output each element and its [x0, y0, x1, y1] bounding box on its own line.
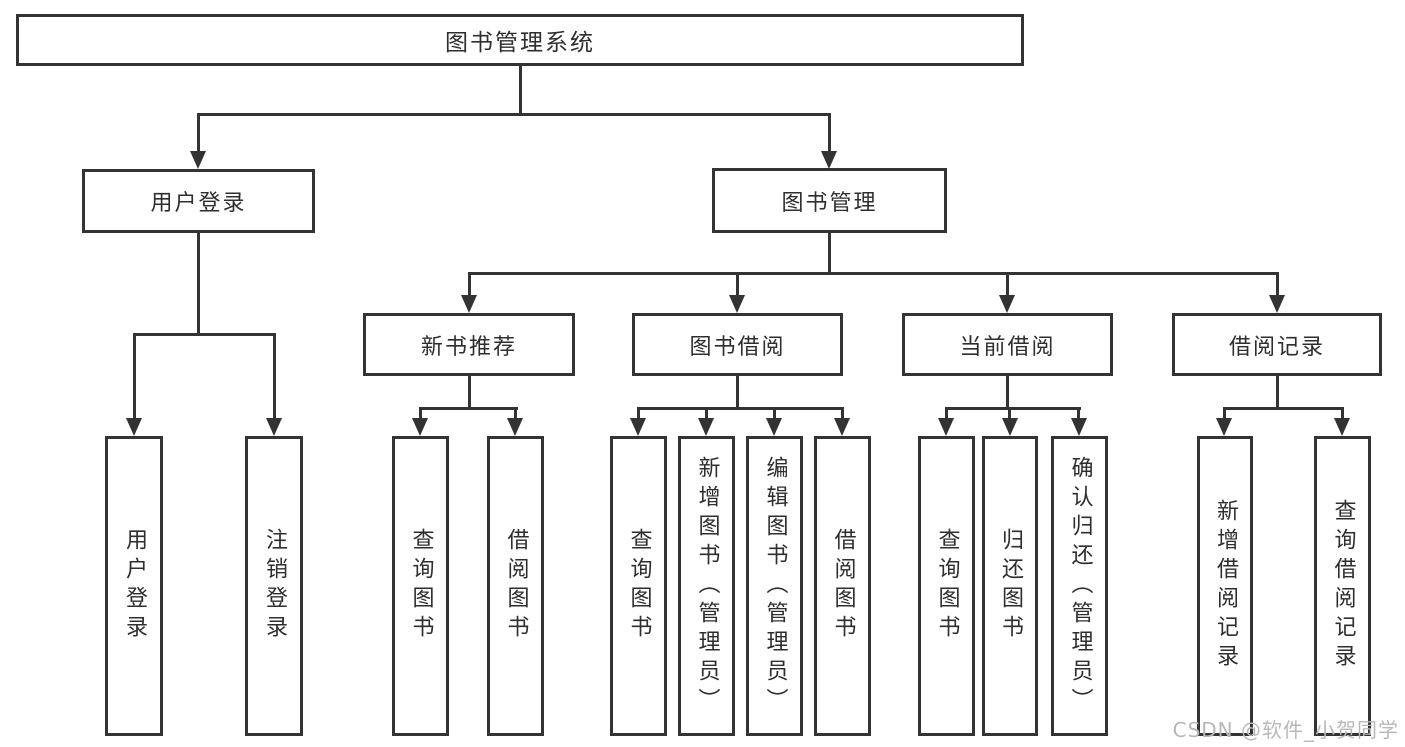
- arrowhead-down-icon: [1334, 418, 1350, 436]
- connector-mgmt-hline: [468, 272, 1279, 275]
- connector-newbook-stub-2: [514, 407, 517, 420]
- leaf-newbook-borrow: 借阅图书: [487, 436, 544, 736]
- leaf-borrow-add-admin-label: 新增图书（管理员）: [694, 455, 720, 717]
- node-new-book-recommend-label: 新书推荐: [420, 334, 517, 360]
- connector-mgmt-stub-2: [736, 272, 739, 297]
- connector-record-hline: [1223, 407, 1344, 410]
- arrowhead-down-icon: [821, 151, 837, 169]
- node-borrow-record: 借阅记录: [1172, 313, 1382, 376]
- node-root: 图书管理系统: [16, 14, 1024, 66]
- connector-bookborrow-stub-1: [637, 407, 640, 420]
- leaf-user-login: 用户登录: [105, 436, 163, 736]
- connector-root-vline: [519, 66, 522, 113]
- connector-record-stub-2: [1341, 407, 1344, 420]
- leaf-record-query: 查询借阅记录: [1314, 436, 1371, 736]
- leaf-borrow-add-admin: 新增图书（管理员）: [678, 436, 735, 736]
- leaf-record-query-label: 查询借阅记录: [1330, 499, 1356, 673]
- connector-root-left-stub: [197, 113, 200, 151]
- connector-newbook-stub-1: [419, 407, 422, 420]
- arrowhead-down-icon: [1216, 418, 1232, 436]
- connector-current-vline: [1006, 376, 1009, 409]
- leaf-borrow-edit-admin: 编辑图书（管理员）: [746, 436, 803, 736]
- arrowhead-down-icon: [1269, 295, 1285, 313]
- arrowhead-down-icon: [266, 418, 282, 436]
- arrowhead-down-icon: [126, 418, 142, 436]
- connector-mgmt-vline: [828, 233, 831, 274]
- leaf-borrow-borrow: 借阅图书: [814, 436, 871, 736]
- leaf-borrow-query-label: 查询图书: [626, 528, 652, 644]
- leaf-borrow-query: 查询图书: [610, 436, 667, 736]
- node-book-management: 图书管理: [712, 168, 947, 233]
- leaf-current-query: 查询图书: [918, 436, 975, 736]
- csdn-watermark: CSDN @软件_小贺同学: [1172, 718, 1399, 742]
- connector-userlogin-stub-2: [273, 333, 276, 418]
- connector-root-hline: [197, 113, 831, 116]
- leaf-record-add: 新增借阅记录: [1197, 436, 1253, 736]
- connector-record-stub-1: [1223, 407, 1226, 420]
- connector-current-stub-3: [1077, 407, 1080, 420]
- leaf-logout: 注销登录: [245, 436, 303, 736]
- node-user-login: 用户登录: [82, 169, 315, 233]
- connector-record-vline: [1276, 376, 1279, 409]
- connector-bookborrow-hline: [637, 407, 844, 410]
- connector-bookborrow-stub-4: [841, 407, 844, 420]
- arrowhead-down-icon: [507, 418, 523, 436]
- leaf-logout-label: 注销登录: [262, 528, 287, 644]
- arrowhead-down-icon: [766, 418, 782, 436]
- leaf-current-query-label: 查询图书: [934, 528, 960, 644]
- node-book-borrow: 图书借阅: [632, 313, 843, 376]
- leaf-borrow-edit-admin-label: 编辑图书（管理员）: [762, 455, 788, 717]
- arrowhead-down-icon: [412, 418, 428, 436]
- leaf-record-add-label: 新增借阅记录: [1213, 499, 1238, 673]
- connector-bookborrow-vline: [736, 376, 739, 409]
- leaf-newbook-query: 查询图书: [392, 436, 449, 736]
- node-book-management-label: 图书管理: [781, 190, 878, 216]
- leaf-borrow-borrow-label: 借阅图书: [830, 528, 856, 644]
- connector-current-stub-2: [1008, 407, 1011, 420]
- connector-current-stub-1: [945, 407, 948, 420]
- connector-newbook-hline: [419, 407, 518, 410]
- node-current-borrow-label: 当前借阅: [959, 334, 1056, 360]
- node-new-book-recommend: 新书推荐: [363, 313, 575, 376]
- arrowhead-down-icon: [461, 295, 477, 313]
- arrowhead-down-icon: [938, 418, 954, 436]
- arrowhead-down-icon: [729, 295, 745, 313]
- arrowhead-down-icon: [834, 418, 850, 436]
- arrowhead-down-icon: [1071, 418, 1087, 436]
- leaf-current-return: 归还图书: [982, 436, 1038, 736]
- leaf-current-confirm-admin: 确认归还（管理员）: [1051, 436, 1108, 736]
- connector-bookborrow-stub-3: [773, 407, 776, 420]
- arrowhead-down-icon: [630, 418, 646, 436]
- connector-userlogin-hline: [133, 333, 276, 336]
- connector-root-right-stub: [828, 113, 831, 151]
- connector-newbook-vline: [468, 376, 471, 409]
- arrowhead-down-icon: [698, 418, 714, 436]
- node-current-borrow: 当前借阅: [902, 313, 1113, 376]
- arrowhead-down-icon: [1002, 418, 1018, 436]
- leaf-current-confirm-admin-label: 确认归还（管理员）: [1067, 455, 1093, 717]
- connector-userlogin-stub-1: [133, 333, 136, 418]
- leaf-newbook-query-label: 查询图书: [408, 528, 434, 644]
- node-root-label: 图书管理系统: [445, 30, 595, 56]
- connector-userlogin-vline: [197, 233, 200, 333]
- arrowhead-down-icon: [190, 151, 206, 169]
- node-book-borrow-label: 图书借阅: [689, 334, 786, 360]
- connector-bookborrow-stub-2: [705, 407, 708, 420]
- arrowhead-down-icon: [999, 295, 1015, 313]
- connector-mgmt-stub-4: [1276, 272, 1279, 297]
- node-user-login-label: 用户登录: [150, 191, 247, 216]
- connector-current-hline: [945, 407, 1081, 410]
- leaf-newbook-borrow-label: 借阅图书: [503, 528, 529, 644]
- node-borrow-record-label: 借阅记录: [1228, 334, 1325, 360]
- connector-mgmt-stub-3: [1006, 272, 1009, 297]
- leaf-user-login-label: 用户登录: [122, 528, 147, 644]
- connector-mgmt-stub-1: [468, 272, 471, 297]
- leaf-current-return-label: 归还图书: [998, 528, 1023, 644]
